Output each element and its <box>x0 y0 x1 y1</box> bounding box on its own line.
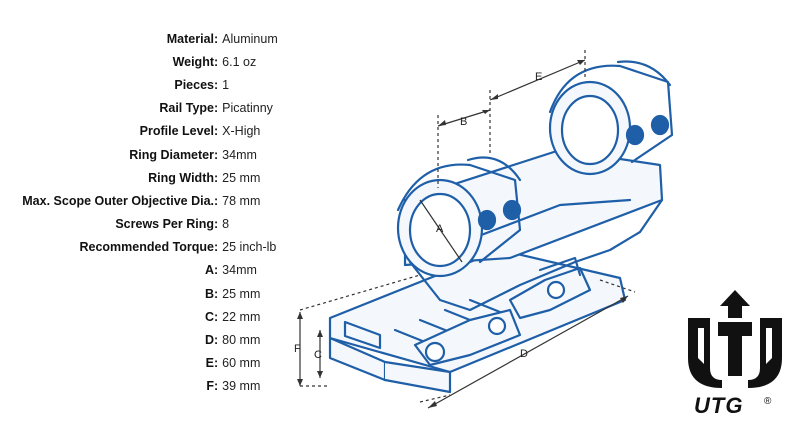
spec-label: Material <box>166 31 214 46</box>
spec-colon: : <box>214 54 219 69</box>
spec-value: 25 mm <box>222 286 261 301</box>
spec-row: F:39 mm <box>0 375 300 398</box>
spec-colon: : <box>214 170 219 185</box>
spec-row: E:60 mm <box>0 352 300 375</box>
spec-row: Pieces:1 <box>0 73 300 96</box>
spec-colon: : <box>214 147 219 162</box>
spec-label: Profile Level <box>139 124 214 139</box>
spec-colon: : <box>214 77 219 92</box>
spec-row: Ring Width:25 mm <box>0 166 300 189</box>
dimension-label-d: D <box>520 348 528 360</box>
spec-row: Max. Scope Outer Objective Dia.:78 mm <box>0 189 300 212</box>
spec-value: 25 mm <box>222 170 261 185</box>
dimension-label-c: C <box>314 349 322 361</box>
dimension-label-e: E <box>535 71 542 83</box>
spec-label: F <box>206 379 214 394</box>
spec-value: 22 mm <box>222 309 261 324</box>
dimension-b-line <box>437 109 491 127</box>
rear-ring-bore <box>560 94 620 166</box>
spec-row: Weight:6.1 oz <box>0 50 300 73</box>
spec-value: 60 mm <box>222 356 261 371</box>
dimension-a-line <box>419 199 463 263</box>
spec-label: Ring Width <box>148 170 214 185</box>
spec-row: Ring Diameter:34mm <box>0 143 300 166</box>
logo-text: UTG <box>694 393 743 418</box>
spec-colon: : <box>214 333 219 348</box>
spec-label: Weight <box>172 54 214 69</box>
spec-label: Rail Type <box>159 101 214 116</box>
ring-screw <box>650 114 670 136</box>
spec-row: Rail Type:Picatinny <box>0 97 300 120</box>
spec-value: X-High <box>222 124 261 139</box>
spec-label: A <box>204 263 214 278</box>
spec-label: Ring Diameter <box>129 147 214 162</box>
spec-colon: : <box>214 379 219 394</box>
spec-label: Screws Per Ring <box>115 217 214 232</box>
spec-label: B <box>204 286 214 301</box>
dimension-label-a: A <box>436 223 444 235</box>
spec-value: 34mm <box>222 263 257 278</box>
spec-label: E <box>205 356 214 371</box>
spec-row: C:22 mm <box>0 305 300 328</box>
spec-value: Aluminum <box>222 31 278 46</box>
spec-colon: : <box>214 101 219 116</box>
spec-colon: : <box>214 217 219 232</box>
spec-colon: : <box>214 286 219 301</box>
spec-row: Material:Aluminum <box>0 27 300 50</box>
dimension-d-line <box>427 295 629 409</box>
spec-value: 39 mm <box>222 379 261 394</box>
spec-label: Max. Scope Outer Objective Dia. <box>22 193 214 208</box>
ring-screw <box>477 209 497 231</box>
spec-value: 34mm <box>222 147 257 162</box>
ring-screw <box>625 124 645 146</box>
spec-label: Recommended Torque <box>79 240 214 255</box>
scope-mount-diagram: A B E F C D <box>294 50 674 409</box>
spec-row: D:80 mm <box>0 328 300 351</box>
spec-colon: : <box>214 193 219 208</box>
spec-row: A:34mm <box>0 259 300 282</box>
spec-label: C <box>204 309 214 324</box>
dimension-label-f: F <box>294 343 301 355</box>
spec-colon: : <box>214 263 219 278</box>
spec-value: Picatinny <box>222 101 273 116</box>
spec-label: Pieces <box>174 77 214 92</box>
spec-row: Screws Per Ring:8 <box>0 213 300 236</box>
spec-label: D <box>204 333 214 348</box>
spec-colon: : <box>214 31 219 46</box>
logo-registered-mark: ® <box>764 396 772 407</box>
ring-screw <box>502 199 522 221</box>
spec-colon: : <box>214 124 219 139</box>
spec-row: B:25 mm <box>0 282 300 305</box>
spec-colon: : <box>214 309 219 324</box>
spec-value: 8 <box>222 217 230 232</box>
dimension-label-b: B <box>460 116 467 128</box>
spec-value: 25 inch-lb <box>222 240 277 255</box>
spec-row: Recommended Torque:25 inch-lb <box>0 236 300 259</box>
spec-value: 78 mm <box>222 193 261 208</box>
spec-value: 80 mm <box>222 333 261 348</box>
dimension-e-line <box>489 59 586 101</box>
spec-colon: : <box>214 240 219 255</box>
utg-logo: UTG ® <box>688 290 782 418</box>
spec-value: 6.1 oz <box>222 54 257 69</box>
spec-row: Profile Level:X-High <box>0 120 300 143</box>
spec-colon: : <box>214 356 219 371</box>
spec-value: 1 <box>222 77 230 92</box>
logo-emblem-icon <box>720 290 750 318</box>
